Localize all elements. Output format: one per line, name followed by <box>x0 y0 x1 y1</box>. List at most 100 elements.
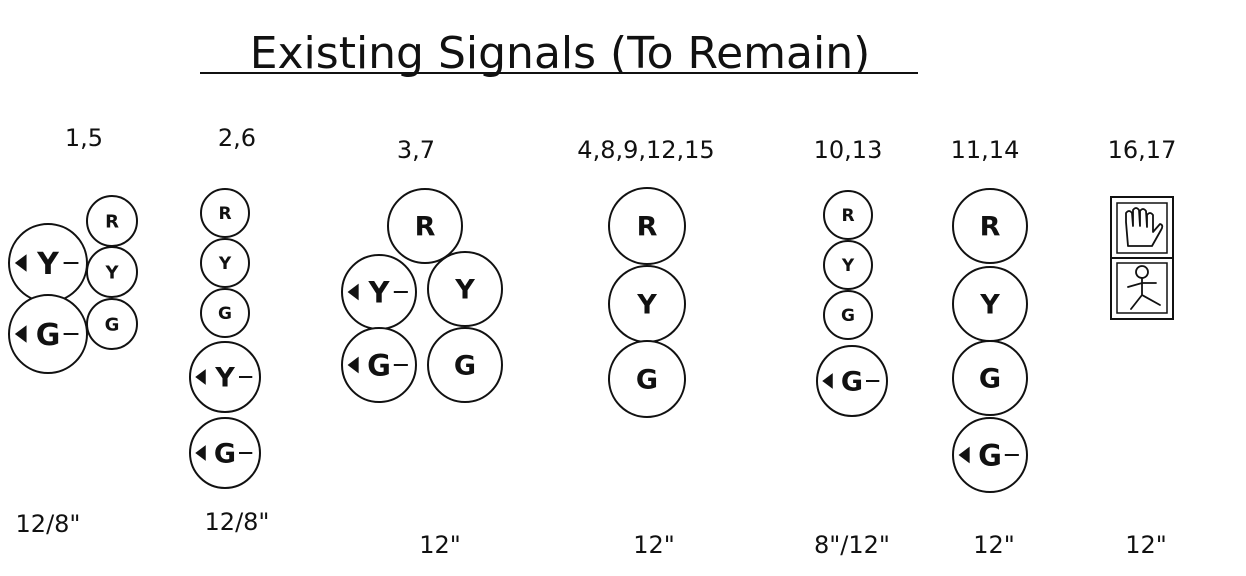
lens-letter: R <box>105 211 119 232</box>
page-title: Existing Signals (To Remain) <box>250 28 871 79</box>
signal-lens-g: G <box>427 327 503 403</box>
signal-size-label: 12/8" <box>16 510 81 538</box>
signal-size-label: 12" <box>633 531 675 559</box>
walk-frame <box>1116 262 1168 314</box>
lens-letter: G <box>978 438 1002 472</box>
signal-heads-label: 11,14 <box>951 136 1020 164</box>
lens-letter: G <box>841 306 855 326</box>
lens-ring <box>823 290 873 340</box>
lens-letter: G <box>36 318 61 353</box>
left-arrow-icon <box>958 446 970 464</box>
hand-icon <box>1125 207 1164 247</box>
lens-letter: Y <box>454 275 475 306</box>
signal-lens-r: R <box>823 190 873 240</box>
signal-lens-y: Y <box>823 240 873 290</box>
lens-letter: Y <box>36 247 60 282</box>
signal-lens-arrow-g: G <box>8 294 88 374</box>
signal-lens-arrow-g: G <box>341 327 417 403</box>
lens-letter: Y <box>368 275 391 309</box>
lens-ring <box>387 188 463 264</box>
signal-lens-g: G <box>823 290 873 340</box>
lens-ring <box>608 187 686 265</box>
pedestrian-signal-head <box>1110 196 1174 320</box>
signal-lens-y: Y <box>200 238 250 288</box>
hand-frame <box>1116 202 1168 254</box>
lens-ring <box>427 327 503 403</box>
signal-lens-r: R <box>200 188 250 238</box>
lens-letter: G <box>636 365 658 396</box>
signal-heads-label: 4,8,9,12,15 <box>577 136 714 164</box>
signal-lens-r: R <box>387 188 463 264</box>
lens-letter: G <box>454 351 476 382</box>
signal-heads-label: 2,6 <box>218 124 256 152</box>
lens-letter: R <box>980 212 1001 243</box>
lens-ring <box>823 190 873 240</box>
signal-lens-g: G <box>952 340 1028 416</box>
signal-lens-arrow-g: G <box>189 417 261 489</box>
lens-letter: G <box>214 439 236 470</box>
lens-letter: R <box>218 204 231 224</box>
signal-group-3: 3,7 12" <box>397 136 461 559</box>
left-arrow-icon <box>347 356 359 374</box>
lens-letter: Y <box>636 290 657 321</box>
signal-group-7: 16,17 12" <box>1108 136 1177 559</box>
signal-size-label: 12/8" <box>205 508 270 536</box>
signal-lens-y: Y <box>952 266 1028 342</box>
signal-lens-g: G <box>608 340 686 418</box>
signal-heads-label: 10,13 <box>814 136 883 164</box>
lens-letter: G <box>979 364 1001 395</box>
lens-letter: Y <box>979 290 1000 321</box>
signal-lens-arrow-y: Y <box>8 223 88 303</box>
lens-ring <box>8 294 88 374</box>
lens-ring <box>952 417 1028 493</box>
lens-letter: G <box>105 314 120 335</box>
signal-size-label: 12" <box>1125 531 1167 559</box>
left-arrow-icon <box>822 373 833 389</box>
lens-ring <box>86 246 138 298</box>
signal-group-5: 10,13 8"/12" <box>814 136 890 559</box>
lens-ring <box>816 345 888 417</box>
left-arrow-icon <box>14 325 27 343</box>
signal-lens-g: G <box>200 288 250 338</box>
signal-size-label: 8"/12" <box>814 531 890 559</box>
signal-lens-arrow-y: Y <box>189 341 261 413</box>
signal-heads-label: 1,5 <box>65 124 103 152</box>
lens-letter: Y <box>218 254 232 274</box>
lens-letter: R <box>841 206 854 226</box>
lens-ring <box>189 341 261 413</box>
signal-heads-label: 3,7 <box>397 136 435 164</box>
signal-group-6: 11,14 12" <box>951 136 1020 559</box>
signal-group-2: 2,6 12/8" <box>205 124 270 536</box>
signal-heads-label: 16,17 <box>1108 136 1177 164</box>
lens-ring <box>952 340 1028 416</box>
lens-ring <box>200 238 250 288</box>
lens-letter: R <box>637 212 658 243</box>
signal-lens-y: Y <box>427 251 503 327</box>
signal-size-label: 12" <box>973 531 1015 559</box>
signal-size-label: 12" <box>419 531 461 559</box>
lens-ring <box>608 340 686 418</box>
lens-ring <box>823 240 873 290</box>
signal-group-4: 4,8,9,12,15 12" <box>577 136 714 559</box>
lens-ring <box>200 188 250 238</box>
lens-letter: G <box>218 304 232 324</box>
lens-ring <box>952 188 1028 264</box>
lens-ring <box>200 288 250 338</box>
lens-ring <box>189 417 261 489</box>
lens-letter: Y <box>841 256 855 276</box>
signal-lens-g: G <box>86 298 138 350</box>
signal-group-1: 1,5 12/8" <box>16 124 104 538</box>
lens-letter: G <box>841 367 863 398</box>
lens-letter: Y <box>104 262 119 283</box>
walking-person-icon <box>1127 265 1161 310</box>
lens-letter: Y <box>214 363 235 394</box>
left-arrow-icon <box>347 283 359 301</box>
signal-lens-y: Y <box>608 265 686 343</box>
signal-lens-arrow-y: Y <box>341 254 417 330</box>
lens-ring <box>427 251 503 327</box>
signal-lens-y: Y <box>86 246 138 298</box>
lens-ring <box>86 298 138 350</box>
left-arrow-icon <box>195 445 206 461</box>
